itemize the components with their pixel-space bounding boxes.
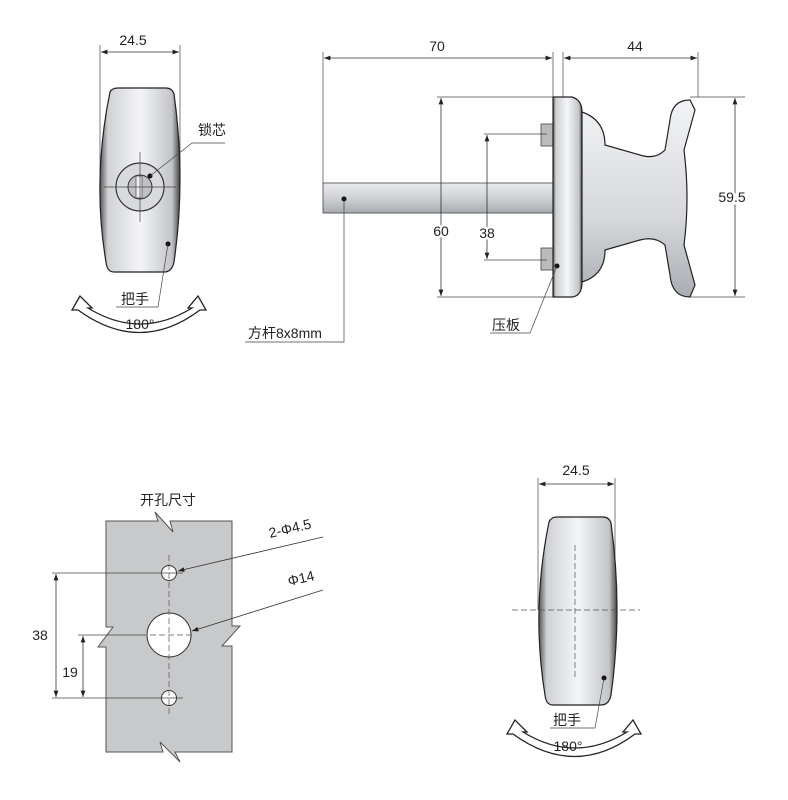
top-front-view: 24.5 锁芯 把手 180° bbox=[70, 32, 226, 334]
rotation-arrow-icon bbox=[505, 718, 643, 758]
cutout-view: 开孔尺寸 38 19 2-Φ4.5 Φ14 bbox=[30, 492, 324, 763]
rotation-arrow-icon bbox=[70, 294, 208, 334]
width-dimension: 24.5 bbox=[119, 32, 146, 48]
plate-height-dimension: 60 bbox=[433, 223, 449, 239]
small-holes-label: 2-Φ4.5 bbox=[267, 516, 313, 541]
rod-length-dimension: 70 bbox=[429, 38, 445, 54]
cutout-title: 开孔尺寸 bbox=[140, 492, 196, 508]
side-view: 70 44 60 38 59.5 方杆8x8mm 压板 bbox=[245, 38, 748, 343]
handle-body bbox=[538, 516, 618, 706]
big-hole-label: Φ14 bbox=[286, 567, 316, 589]
bottom-front-view: 24.5 把手 180° bbox=[505, 462, 643, 758]
plate-label: 压板 bbox=[492, 317, 520, 333]
square-rod bbox=[322, 182, 556, 214]
handle-length-dimension: 44 bbox=[627, 38, 643, 54]
rod-label: 方杆8x8mm bbox=[248, 325, 322, 341]
width-dimension: 24.5 bbox=[562, 462, 589, 478]
handle-label: 把手 bbox=[553, 712, 581, 728]
hole-spacing-dimension: 38 bbox=[32, 627, 48, 643]
screw-spacing-dimension: 38 bbox=[479, 225, 495, 241]
half-spacing-dimension: 19 bbox=[62, 664, 78, 680]
handle-knob-side bbox=[581, 99, 696, 298]
rotation-label: 180° bbox=[554, 738, 583, 754]
lock-core-label: 锁芯 bbox=[198, 122, 226, 138]
screw-bottom bbox=[540, 247, 554, 271]
screw-top bbox=[540, 123, 554, 147]
handle-height-dimension: 59.5 bbox=[718, 189, 745, 205]
rotation-label: 180° bbox=[126, 316, 155, 332]
handle-label: 把手 bbox=[121, 291, 149, 307]
